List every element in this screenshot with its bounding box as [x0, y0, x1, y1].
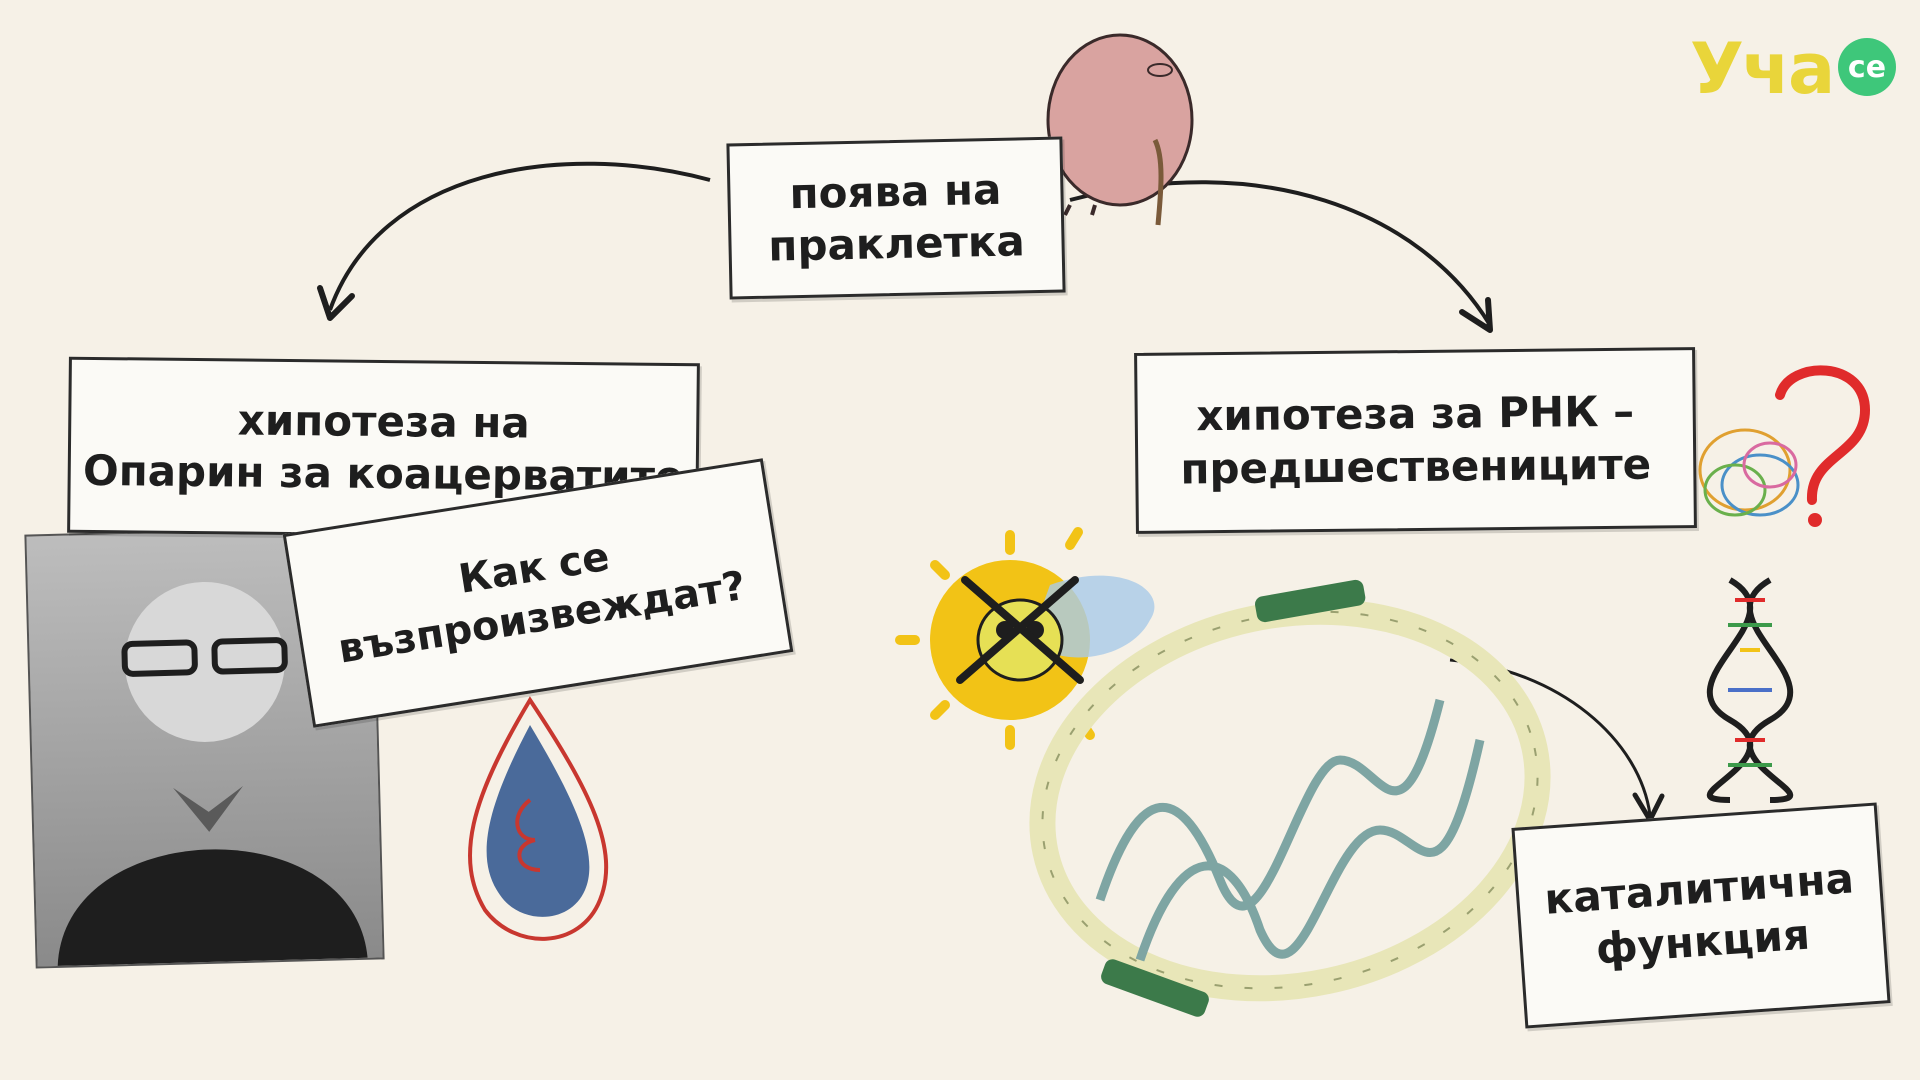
- logo-badge: се: [1838, 38, 1896, 96]
- portrait-silhouette-icon: [57, 581, 368, 966]
- rna-cell-icon: [1029, 579, 1551, 1017]
- arrow-to-catalytic: [1449, 658, 1652, 816]
- node-text-line: поява на: [789, 164, 1002, 218]
- node-protocell-appearance: поява на праклетка: [726, 136, 1066, 300]
- arrow-head-left: [317, 285, 355, 321]
- droplet-icon: [468, 696, 609, 941]
- toxic-sun-icon: [895, 527, 1155, 750]
- node-rna-hypothesis: хипотеза за РНК – предшествениците: [1134, 347, 1697, 534]
- arrow-head-catalytic: [1632, 792, 1665, 823]
- old-cell-character-icon: [1046, 33, 1194, 226]
- dna-helix-icon: [1706, 577, 1794, 803]
- node-text-line: предшествениците: [1180, 439, 1652, 493]
- ucha-se-logo: Уча: [1690, 28, 1835, 110]
- node-text-line: хипотеза за РНК –: [1196, 386, 1635, 441]
- arrow-to-left: [328, 161, 711, 311]
- arrow-head-right: [1459, 297, 1493, 333]
- question-mark-icon: [1698, 365, 1871, 527]
- node-catalytic-function: каталитична функция: [1511, 802, 1891, 1029]
- node-text-line: хипотеза на: [237, 394, 531, 448]
- node-text-line: праклетка: [767, 216, 1026, 271]
- portrait-photo: [24, 525, 385, 969]
